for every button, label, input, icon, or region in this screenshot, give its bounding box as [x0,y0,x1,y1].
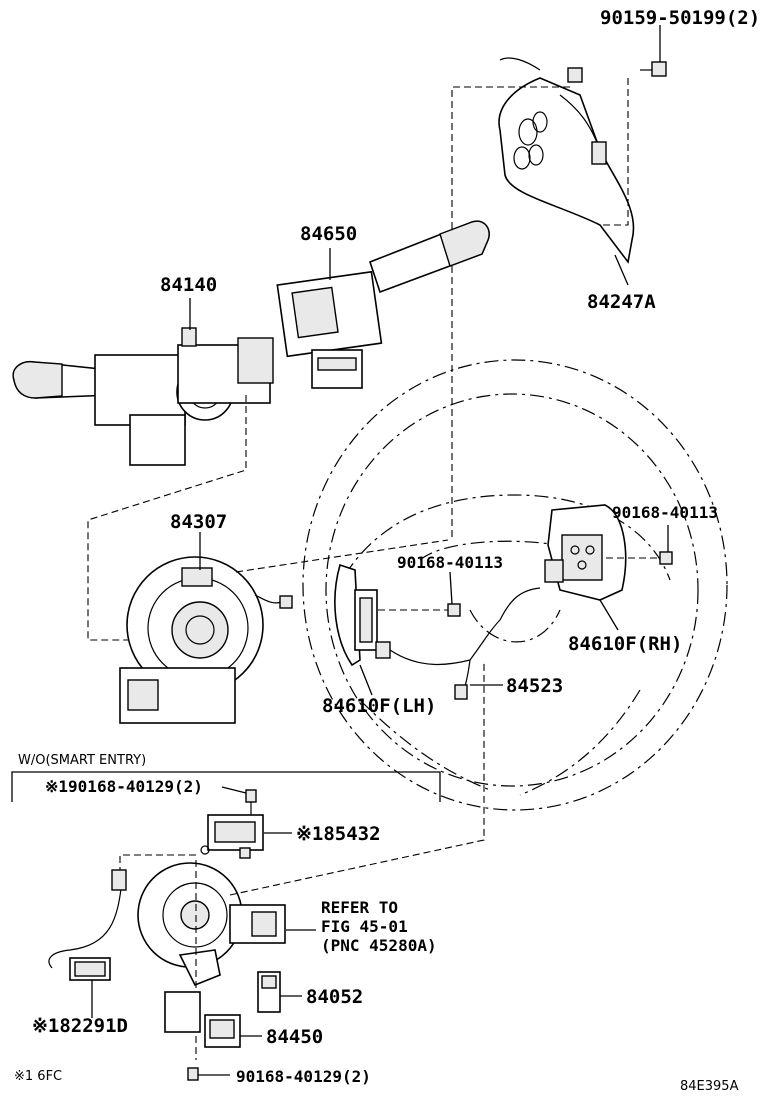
part-85432 [200,814,264,859]
dash-84247A-left [451,86,570,540]
screw-90168-rh [606,551,673,565]
wire-84523 [389,587,541,700]
label-84610F-rh: 84610F(RH) [568,633,682,655]
dash-lock-right [229,660,485,896]
leader-90168-lh [449,571,453,605]
screw-90159 [640,61,667,77]
dash-84140 [87,395,247,641]
label-smart-entry: W/O(SMART ENTRY) [18,753,146,768]
label-84307: 84307 [170,511,227,533]
dash-84307 [235,539,449,573]
label-90168-40129-top: ※190168-40129(2) [45,777,203,796]
switch-84610F-lh [334,563,391,667]
label-84610F-lh: 84610F(LH) [322,695,436,717]
label-refer-line2: FIG 45-01 [321,917,408,936]
label-84140: 84140 [160,274,217,296]
steering-wheel [302,359,728,811]
label-85432: ※185432 [296,823,381,845]
leader-84610F-lh [359,664,373,696]
smart-entry-box [11,771,441,802]
label-footnote: ※1 6FC [14,1069,62,1084]
label-90159-50199: 90159-50199(2) [600,7,760,29]
cover-84247A [498,57,635,264]
dash-84247A-right [600,78,629,226]
label-84052: 84052 [306,986,363,1008]
label-90168-40113-rh: 90168-40113 [612,503,718,522]
spiral-cable-84307 [119,556,293,724]
label-90168-40129-bottom: 90168-40129(2) [236,1067,371,1086]
switch-84610F-rh [544,504,627,601]
leader-84610F-rh [599,599,619,631]
label-84247A: 84247A [587,291,656,313]
switch-84140 [12,327,274,466]
switch-84650 [276,220,490,389]
part-84450 [164,991,241,1048]
screw-90168-lh [378,603,461,617]
label-84523: 84523 [506,675,563,697]
screw-90168-40129-bottom [187,1067,199,1081]
leader-84247A [614,254,629,286]
label-refer-line1: REFER TO [321,898,398,917]
figure-code: 84E395A [680,1079,739,1094]
leader-90168-40129-top [221,786,247,794]
label-90168-40113-lh: 90168-40113 [397,553,503,572]
part-84052 [257,971,281,1013]
screw-90168-40129-top [245,789,257,815]
label-84650: 84650 [300,223,357,245]
label-82291D: ※182291D [32,1015,128,1037]
steering-lock [137,862,286,987]
label-84450: 84450 [266,1026,323,1048]
label-refer-line3: (PNC 45280A) [321,936,437,955]
harness-82291D [48,869,127,981]
